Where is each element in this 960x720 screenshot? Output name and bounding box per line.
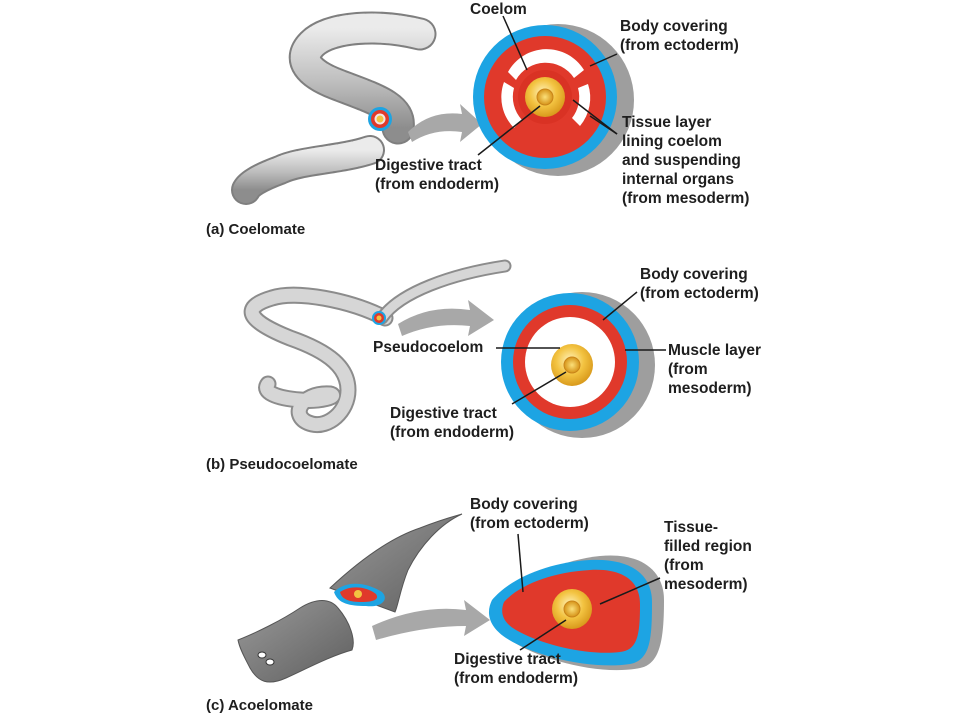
leader-tissue-layer-2 xyxy=(589,115,618,135)
leader-tissue-filled xyxy=(599,577,661,605)
roundworm-illustration xyxy=(243,259,512,434)
leader-body-covering-b xyxy=(602,291,638,321)
leader-digestive-b xyxy=(511,371,567,405)
earthworm-head-body xyxy=(290,13,435,143)
tissue-layer-line-3: and suspending xyxy=(622,152,741,169)
label-body-covering-a: Body covering (from ectoderm) xyxy=(620,17,739,55)
flatworm-eyespot-right xyxy=(265,658,275,666)
digestive-tract-b-line-1: Digestive tract xyxy=(390,405,497,422)
label-digestive-tract-b: Digestive tract (from endoderm) xyxy=(390,404,514,442)
roundworm-body xyxy=(245,288,392,432)
label-pseudocoelom: Pseudocoelom xyxy=(373,338,483,357)
digestive-tract-c-line-1: Digestive tract xyxy=(454,651,561,668)
panel-pseudocoelomate xyxy=(243,259,666,438)
body-covering-line-1: Body covering xyxy=(620,18,728,35)
digestive-tract-line-2: (from endoderm) xyxy=(375,176,499,193)
coelom-text: Coelom xyxy=(470,1,527,18)
pseudocoelomate-cross-section xyxy=(501,292,655,438)
flatworm-cut-gut xyxy=(354,590,362,598)
coelom-cavity-upper xyxy=(508,49,584,80)
pseudocoelom-text: Pseudocoelom xyxy=(373,339,484,356)
digestive-tract-c-line-2: (from endoderm) xyxy=(454,670,578,687)
leader-body-covering-c xyxy=(517,533,524,593)
label-coelom: Coelom xyxy=(470,0,527,19)
caption-coelomate-text: (a) Coelomate xyxy=(206,221,306,238)
digestive-lumen-b xyxy=(563,356,581,374)
digestive-tract-line-1: Digestive tract xyxy=(375,157,482,174)
body-covering-b-line-1: Body covering xyxy=(640,266,748,283)
tissue-layer-line-5: (from mesoderm) xyxy=(622,190,750,207)
label-tissue-filled: Tissue- filled region (from mesoderm) xyxy=(664,518,752,594)
caption-coelomate: (a) Coelomate xyxy=(206,220,305,239)
arrow-to-cross-section-a xyxy=(408,104,482,142)
leader-digestive-c xyxy=(519,619,567,651)
label-digestive-tract-a: Digestive tract (from endoderm) xyxy=(375,156,499,194)
body-covering-line-2: (from ectoderm) xyxy=(620,37,739,54)
tissue-filled-line-1: Tissue- xyxy=(664,519,718,536)
acoelomate-cross-section xyxy=(488,555,664,671)
coelom-cavity-left xyxy=(501,82,522,128)
body-covering-c-line-1: Body covering xyxy=(470,496,578,513)
panel-coelomate xyxy=(231,11,634,205)
muscle-layer-line-2: (from xyxy=(668,361,708,378)
digestive-tract-b-line-2: (from endoderm) xyxy=(390,424,514,441)
digestive-lumen xyxy=(536,88,554,106)
flatworm-front-part xyxy=(237,600,354,683)
tissue-filled-line-2: filled region xyxy=(664,538,752,555)
body-covering-c-line-2: (from ectoderm) xyxy=(470,515,589,532)
roundworm-cut-gut xyxy=(376,315,382,321)
coelom-cavity-right xyxy=(572,84,591,126)
earthworm-cut-gut xyxy=(376,115,384,123)
roundworm-tail xyxy=(377,261,510,323)
leader-coelom xyxy=(502,15,528,71)
label-digestive-tract-c: Digestive tract (from endoderm) xyxy=(454,650,578,688)
body-covering-b-line-2: (from ectoderm) xyxy=(640,285,759,302)
label-muscle-layer: Muscle layer (from mesoderm) xyxy=(668,341,761,398)
label-tissue-layer: Tissue layer lining coelom and suspendin… xyxy=(622,113,749,208)
muscle-layer-line-3: mesoderm) xyxy=(668,380,752,397)
tissue-filled-line-4: mesoderm) xyxy=(664,576,748,593)
caption-pseudocoelomate: (b) Pseudocoelomate xyxy=(206,455,358,474)
leader-body-covering-a xyxy=(589,53,618,67)
caption-acoelomate: (c) Acoelomate xyxy=(206,696,313,715)
panel-acoelomate xyxy=(237,513,664,683)
label-body-covering-b: Body covering (from ectoderm) xyxy=(640,265,759,303)
tissue-layer-line-1: Tissue layer xyxy=(622,114,712,131)
arrow-to-cross-section-c xyxy=(372,600,490,640)
muscle-layer-line-1: Muscle layer xyxy=(668,342,762,359)
caption-pseudocoelomate-text: (b) Pseudocoelomate xyxy=(206,456,358,473)
arrow-to-cross-section-b xyxy=(398,300,494,336)
coelomate-cross-section xyxy=(473,24,634,176)
tissue-filled-line-3: (from xyxy=(664,557,704,574)
earthworm-tail-body xyxy=(233,137,383,203)
earthworm-illustration xyxy=(231,11,437,205)
flatworm-eyespot-left xyxy=(257,651,267,659)
label-body-covering-c: Body covering (from ectoderm) xyxy=(470,495,589,533)
leader-digestive-a xyxy=(477,105,541,156)
caption-acoelomate-text: (c) Acoelomate xyxy=(206,697,313,714)
tissue-layer-line-2: lining coelom xyxy=(622,133,722,150)
flatworm-illustration xyxy=(237,513,463,683)
tissue-layer-line-4: internal organs xyxy=(622,171,734,188)
digestive-lumen-c xyxy=(563,600,581,618)
